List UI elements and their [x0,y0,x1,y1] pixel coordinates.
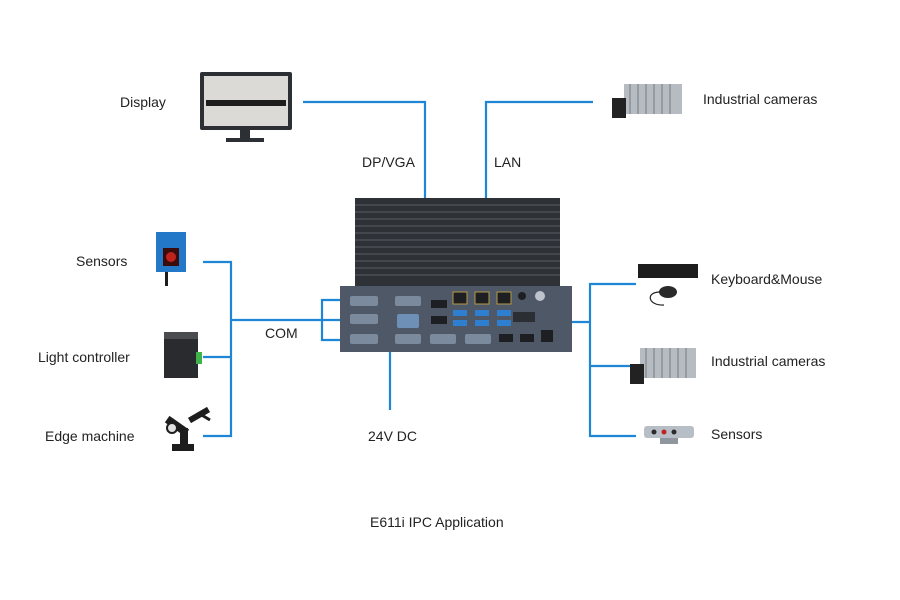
com-label: COM [265,325,298,341]
light-controller-label: Light controller [38,349,130,365]
robot-arm-icon [164,406,211,451]
power-label: 24V DC [368,428,418,444]
keyboard-mouse-icon [638,264,698,306]
industrial-cameras-top-label: Industrial cameras [703,91,818,107]
industrial-cameras-label: Industrial cameras [711,353,826,369]
sensors-left-label: Sensors [76,253,128,269]
display-label: Display [120,94,166,110]
heatsink [355,198,560,288]
dp-vga-label: DP/VGA [362,154,415,170]
diagram-caption: E611i IPC Application [370,514,504,530]
line-com-main [231,298,348,322]
sensor-blue-icon [156,232,186,286]
line-com-2 [320,320,348,342]
industrial-camera-top-icon [612,84,682,118]
lan-label: LAN [494,154,522,170]
sensors-right-label: Sensors [711,426,763,442]
line-com-bus [203,260,233,438]
edge-machine-label: Edge machine [45,428,135,444]
line-usb-bus [588,282,636,438]
depth-sensor-icon [644,426,694,444]
industrial-camera-icon [630,348,696,384]
light-controller-icon [164,332,202,378]
ipc-chassis [340,198,572,352]
monitor-icon [200,72,292,142]
keyboard-mouse-label: Keyboard&Mouse [711,271,823,287]
